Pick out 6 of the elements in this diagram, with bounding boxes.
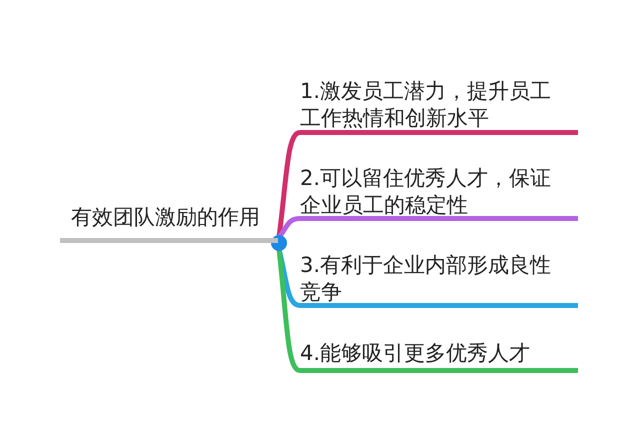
- branch-label: 4.能够吸引更多优秀人才: [300, 340, 578, 373]
- branch-label: 1.激发员工潜力，提升员工工作热情和创新水平: [300, 78, 578, 135]
- branch-label: 3.有利于企业内部形成良性竞争: [300, 252, 578, 308]
- junction-dot: [271, 235, 287, 251]
- topic-label: 有效团队激励的作用: [60, 204, 278, 243]
- branch-label: 2.可以留住优秀人才，保证企业员工的稳定性: [300, 165, 578, 221]
